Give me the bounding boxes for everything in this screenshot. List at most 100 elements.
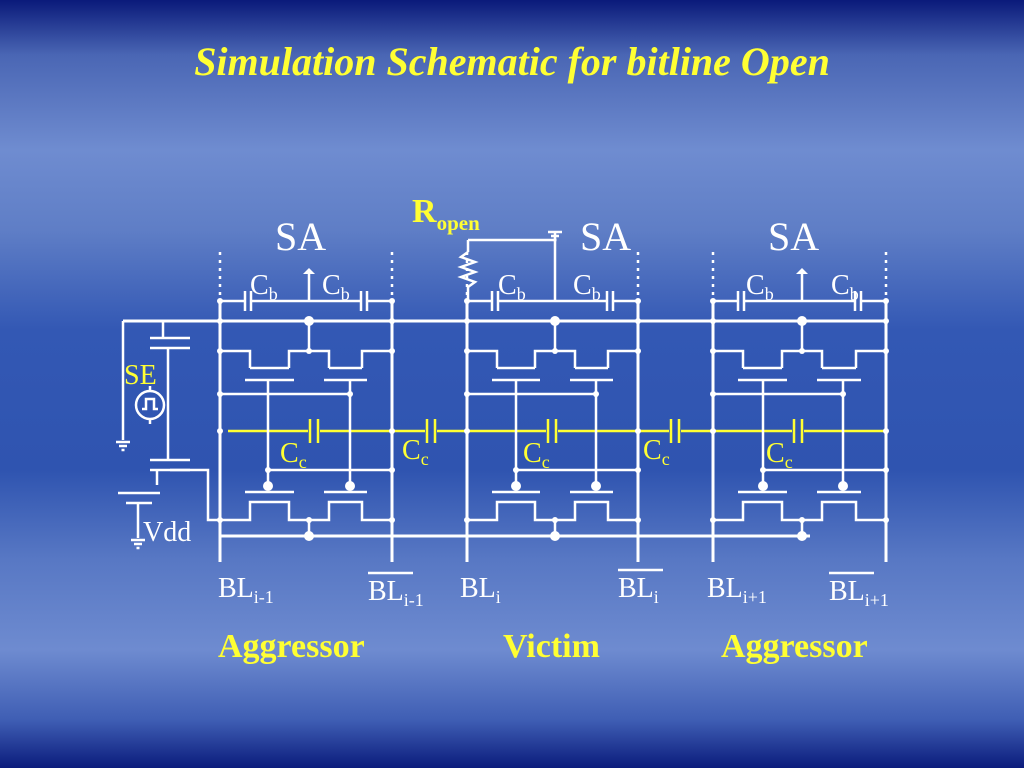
- junction-dot: [464, 348, 470, 354]
- cb-label-sub: b: [341, 284, 350, 304]
- sa-label-1-main: SA: [275, 214, 326, 259]
- ropen-label-main: R: [412, 193, 437, 230]
- ropen-label-sub: open: [437, 211, 481, 235]
- junction-dot: [883, 467, 889, 473]
- bitline-capacitor: [359, 291, 369, 311]
- bitline-label-2-sub: i-1: [404, 590, 424, 610]
- sa-label-2: SA: [580, 214, 631, 259]
- resistor-icon: [457, 250, 479, 289]
- bitline-label-1-sub: i-1: [254, 587, 274, 607]
- junction-dot: [635, 467, 641, 473]
- junction-dot: [635, 428, 641, 434]
- se-label-main: SE: [124, 360, 157, 391]
- junction-dot: [593, 391, 599, 397]
- bitline-label-3-sub: i: [496, 587, 501, 607]
- junction-dot: [389, 318, 395, 324]
- se-label: SE: [124, 360, 157, 391]
- junction-dot: [710, 298, 716, 304]
- bitline-label-1: BLi-1: [218, 573, 274, 607]
- ground-arrow-icon: [303, 268, 315, 274]
- cb-label-sub: b: [517, 284, 526, 304]
- pmos-wire: [287, 349, 331, 368]
- cc-label: Cc: [280, 438, 307, 472]
- role-label-1-main: Aggressor: [218, 628, 365, 665]
- pulse-wave-icon: [142, 397, 158, 411]
- nmos-wire: [713, 500, 886, 522]
- cc-label: Cc: [643, 435, 670, 469]
- bitline-label-6: BLi+1: [829, 576, 889, 610]
- ground-symbol: [116, 440, 130, 452]
- role-label-2-main: Victim: [503, 628, 600, 665]
- cc-label-sub: c: [542, 452, 550, 472]
- cc-label-sub: c: [421, 449, 429, 469]
- coupling-capacitor: [792, 419, 804, 443]
- cb-label-main: C: [250, 270, 269, 301]
- coupling-capacitor: [308, 419, 320, 443]
- cb-label-main: C: [831, 270, 850, 301]
- vdd-wire: [170, 468, 220, 522]
- coupling-capacitor: [669, 419, 681, 443]
- junction-dot: [217, 318, 223, 324]
- bitline-label-2-main: BL: [368, 576, 404, 607]
- junction-dot: [635, 348, 641, 354]
- vdd-label-main: Vdd: [143, 517, 191, 548]
- junction-dot: [389, 467, 395, 473]
- bitline-label-6-main: BL: [829, 576, 865, 607]
- sa-label-1: SA: [275, 214, 326, 259]
- junction-dot: [464, 318, 470, 324]
- bitline-label-4: BLi: [618, 573, 659, 607]
- junction-dot: [635, 318, 641, 324]
- role-label-3-main: Aggressor: [721, 628, 868, 665]
- bitline-label-2: BLi-1: [368, 576, 424, 610]
- bitline-label-1-main: BL: [218, 573, 254, 604]
- pmos-wire: [220, 349, 252, 368]
- bitline-label-3-main: BL: [460, 573, 496, 604]
- role-label-2: Victim: [503, 628, 600, 665]
- cb-label-main: C: [746, 270, 765, 301]
- sa-label-2-main: SA: [580, 214, 631, 259]
- ropen-label: Ropen: [412, 193, 480, 235]
- coupling-capacitor: [546, 419, 558, 443]
- cc-label: Cc: [766, 438, 793, 472]
- nmos-gate-dot: [591, 481, 601, 491]
- cb-label-sub: b: [765, 284, 774, 304]
- sa-label-3-main: SA: [768, 214, 819, 259]
- pmos-wire: [606, 349, 638, 368]
- cb-label: Cb: [498, 270, 526, 304]
- cb-label: Cb: [831, 270, 859, 304]
- junction-dot: [389, 348, 395, 354]
- coupling-capacitor: [425, 419, 437, 443]
- cc-label-sub: c: [662, 449, 670, 469]
- junction-dot: [883, 517, 889, 523]
- junction-dot: [217, 391, 223, 397]
- bitline-label-4-main: BL: [618, 573, 654, 604]
- cc-label: Cc: [402, 435, 429, 469]
- cc-label-main: C: [280, 438, 299, 469]
- junction-dot: [464, 391, 470, 397]
- junction-dot: [389, 428, 395, 434]
- pmos-wire: [467, 349, 499, 368]
- cc-label-main: C: [766, 438, 785, 469]
- junction-dot: [710, 517, 716, 523]
- junction-dot: [710, 391, 716, 397]
- junction-dot: [464, 517, 470, 523]
- slide-title: Simulation Schematic for bitline Open: [194, 39, 830, 84]
- junction-dot: [710, 318, 716, 324]
- nmos-gate-dot: [758, 481, 768, 491]
- sa-bottom-node: [304, 531, 314, 541]
- junction-dot: [710, 348, 716, 354]
- nmos-wire: [220, 500, 392, 522]
- junction-dot: [217, 348, 223, 354]
- junction-dot: [389, 517, 395, 523]
- ground-symbol: [131, 538, 145, 550]
- bitline-label-4-sub: i: [654, 587, 659, 607]
- junction-dot: [347, 391, 353, 397]
- vdd-label: Vdd: [143, 517, 191, 548]
- cb-label-main: C: [498, 270, 517, 301]
- cb-label: Cb: [322, 270, 350, 304]
- junction-dot: [710, 428, 716, 434]
- cb-label: Cb: [573, 270, 601, 304]
- nmos-gate-dot: [263, 481, 273, 491]
- cb-label-main: C: [573, 270, 592, 301]
